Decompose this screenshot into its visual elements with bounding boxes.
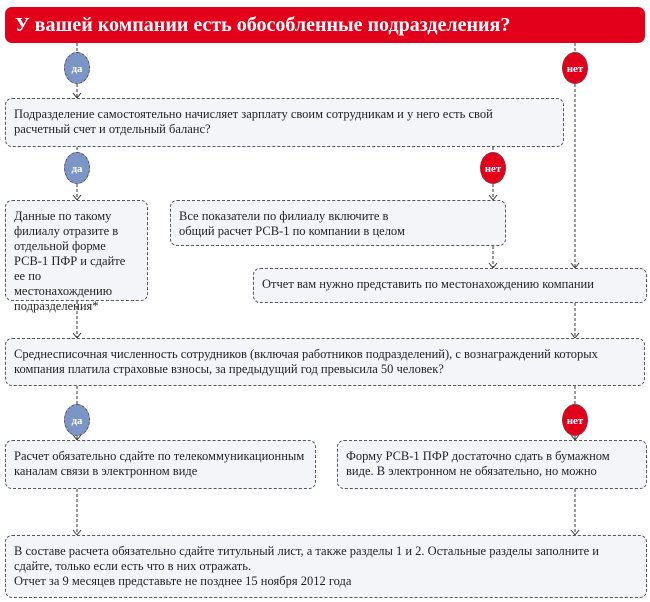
yes-badge: да (64, 152, 90, 184)
box-company-location: Отчет вам нужно представить по местонахо… (253, 268, 647, 303)
box-separate-form: Данные по такому филиалу отразите в отде… (5, 200, 148, 313)
no-badge: нет (562, 52, 588, 84)
box-include-all: Все показатели по филиалу включите в общ… (170, 200, 506, 246)
yes-badge: да (64, 404, 90, 436)
question-headcount: Среднесписочная численность сотрудников … (5, 338, 645, 386)
no-badge: нет (562, 404, 588, 436)
main-question-title: У вашей компании есть обособленные подра… (5, 7, 645, 43)
final-instructions: В составе расчета обязательно сдайте тит… (14, 544, 599, 573)
box-paper: Форму РСВ-1 ПФР достаточно сдать в бумаж… (337, 440, 647, 489)
yes-badge: да (64, 52, 90, 84)
no-badge: нет (480, 152, 506, 184)
box-electronic: Расчет обязательно сдайте по телекоммуни… (5, 440, 316, 489)
box-final: В составе расчета обязательно сдайте тит… (5, 535, 647, 598)
connector-lines (76, 43, 576, 534)
question-separate-balance: Подразделение самостоятельно начисляет з… (5, 98, 564, 147)
final-deadline: Отчет за 9 месяцев представьте не поздне… (14, 574, 352, 588)
